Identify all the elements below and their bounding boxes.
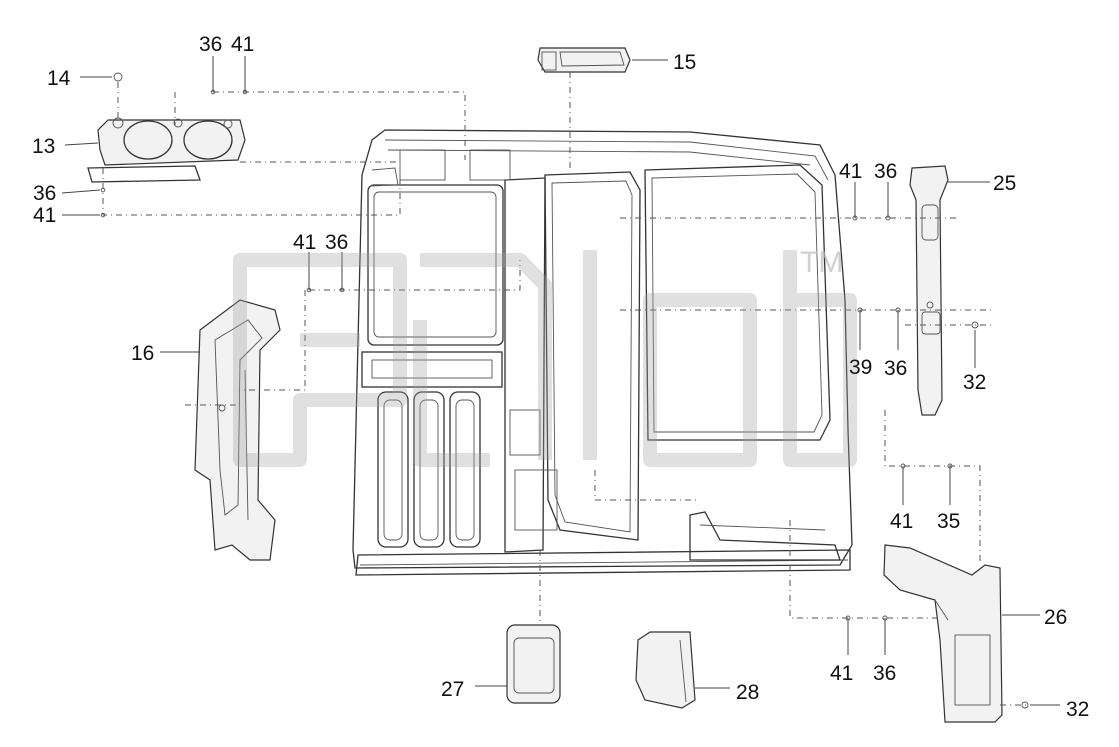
callout-labels: 13 14 36 41 36 41 15 41 36 16 41 36 25 3…	[32, 33, 1089, 721]
speaker-panel-part	[87, 117, 246, 183]
front-lower-trim-part	[883, 544, 1003, 723]
callout-41: 41	[33, 204, 56, 227]
callout-36: 36	[33, 182, 56, 205]
callout-41: 41	[890, 510, 913, 533]
cover-part	[635, 631, 696, 709]
a-pillar-trim-part	[909, 165, 949, 416]
callout-36: 36	[873, 662, 896, 685]
assembly-lines	[102, 72, 1030, 706]
leader-lines	[61, 56, 1060, 706]
callout-35: 35	[937, 510, 960, 533]
callout-36: 36	[325, 231, 348, 254]
callout-41: 41	[231, 33, 254, 56]
callout-27: 27	[441, 678, 464, 701]
watermark-logo: TM	[233, 246, 857, 467]
callout-16: 16	[131, 342, 154, 365]
callout-41: 41	[839, 160, 862, 183]
roof-bracket-part	[537, 47, 631, 73]
callout-32: 32	[963, 371, 986, 394]
callout-25: 25	[993, 172, 1016, 195]
callout-36: 36	[874, 160, 897, 183]
callout-26: 26	[1044, 606, 1067, 629]
callout-32: 32	[1066, 698, 1089, 721]
rear-pillar-trim-part	[194, 299, 281, 561]
callout-39: 39	[849, 356, 872, 379]
callout-28: 28	[736, 681, 759, 704]
trademark-mark: TM	[800, 246, 843, 279]
callout-41: 41	[830, 662, 853, 685]
callout-36: 36	[884, 357, 907, 380]
panel-pad-part	[506, 624, 561, 704]
callout-13: 13	[32, 135, 55, 158]
callout-41: 41	[293, 231, 316, 254]
cab-side-frame	[352, 129, 853, 576]
callout-36: 36	[199, 33, 222, 56]
callout-15: 15	[673, 51, 696, 74]
callout-14: 14	[47, 67, 71, 90]
